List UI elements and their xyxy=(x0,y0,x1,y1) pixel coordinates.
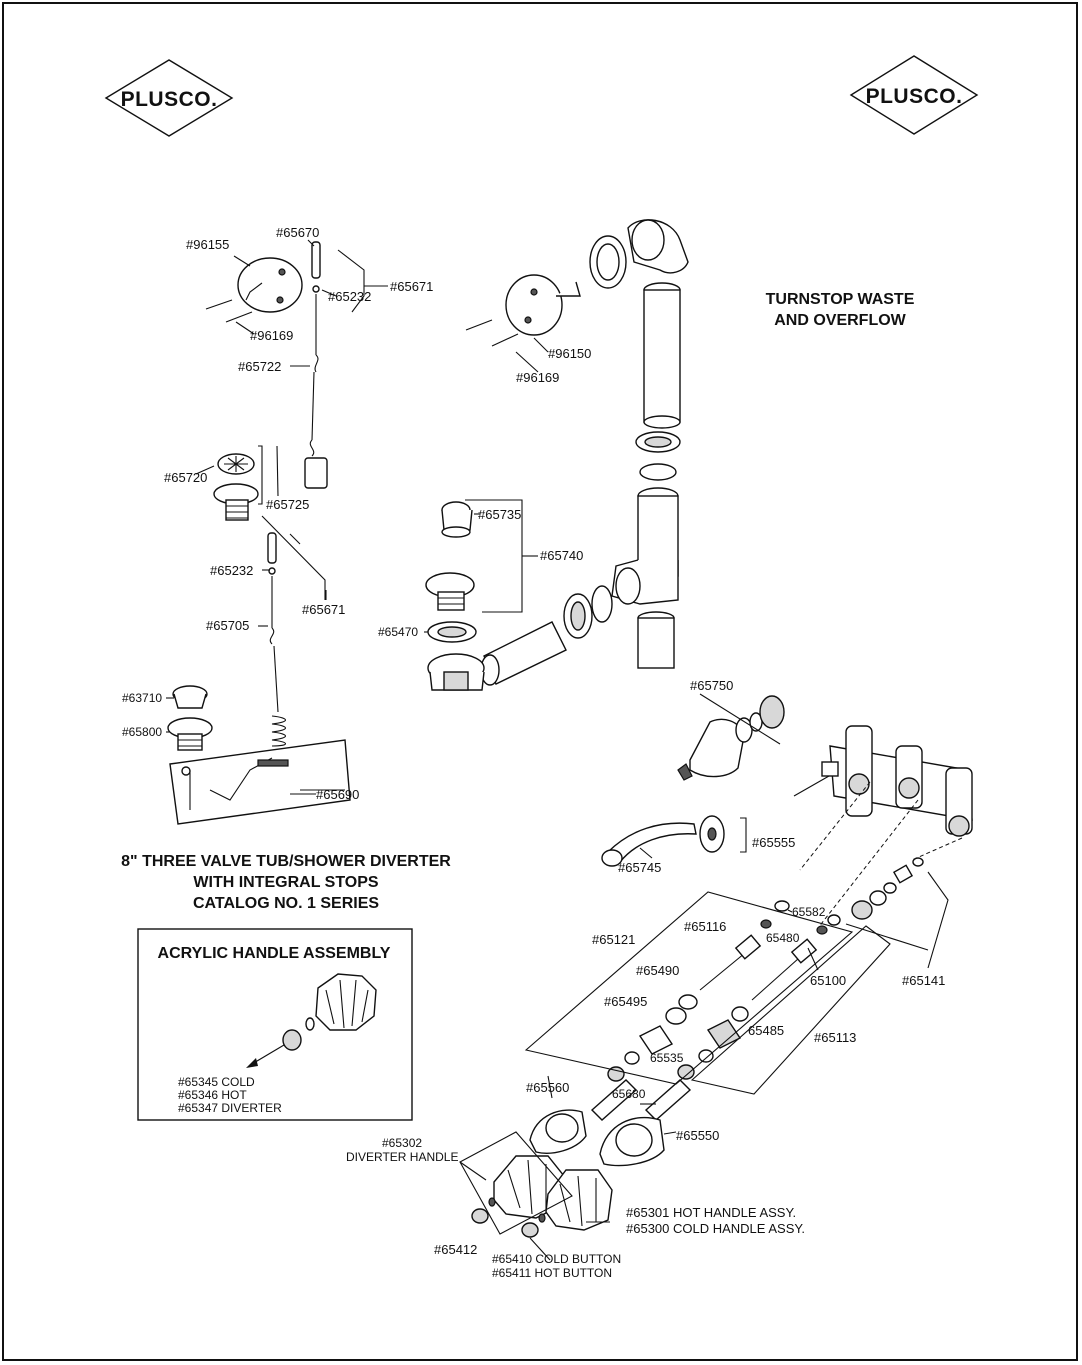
label-65410: #65410 COLD BUTTON xyxy=(492,1252,621,1266)
trip-lever-assembly xyxy=(167,241,351,825)
label-65232-mid: #65232 xyxy=(210,563,253,578)
label-65555: #65555 xyxy=(752,835,795,850)
label-65725: #65725 xyxy=(266,497,309,512)
logo-text-right: PLUSCO. xyxy=(866,85,963,108)
label-65232-top: #65232 xyxy=(328,289,371,304)
label-65722: #65722 xyxy=(238,359,281,374)
label-96169-left: #96169 xyxy=(250,328,293,343)
label-65141: #65141 xyxy=(902,973,945,988)
diverter-title-line1: 8" THREE VALVE TUB/SHOWER DIVERTER xyxy=(121,853,451,870)
label-65800: #65800 xyxy=(122,725,162,739)
label-65705: #65705 xyxy=(206,618,249,633)
label-96150: #96150 xyxy=(548,346,591,361)
acrylic-handle-box: ACRYLIC HANDLE ASSEMBLY #65345 COLD #653… xyxy=(137,928,413,1121)
label-65740: #65740 xyxy=(540,548,583,563)
label-65690: #65690 xyxy=(316,787,359,802)
label-65121: #65121 xyxy=(592,932,635,947)
label-65680: 65680 xyxy=(612,1087,646,1101)
diverter-title-line2: WITH INTEGRAL STOPS xyxy=(193,874,379,891)
acrylic-item-diverter: #65347 DIVERTER xyxy=(178,1101,282,1115)
part-labels: #96155 #65670 #65671 #65232 #96169 #6572… xyxy=(122,225,945,1280)
valve-parts xyxy=(471,857,924,1238)
label-65582: 65582 xyxy=(792,905,826,919)
label-65720: #65720 xyxy=(164,470,207,485)
valve-body xyxy=(793,725,973,929)
turnstop-title-line1: TURNSTOP WASTE xyxy=(766,291,915,308)
label-65116: #65116 xyxy=(684,919,726,934)
label-96169-right: #96169 xyxy=(516,370,559,385)
shower-arm-assembly xyxy=(601,695,785,867)
label-65302-number: #65302 xyxy=(382,1136,422,1150)
turnstop-title-line2: AND OVERFLOW xyxy=(774,312,906,329)
turnstop-assembly xyxy=(425,219,689,691)
label-65113: #65113 xyxy=(814,1030,856,1045)
label-65485: 65485 xyxy=(748,1023,784,1038)
label-65750: #65750 xyxy=(690,678,733,693)
label-63710: #63710 xyxy=(122,691,162,705)
label-65670: #65670 xyxy=(276,225,319,240)
label-65535: 65535 xyxy=(650,1051,684,1065)
acrylic-box-title: ACRYLIC HANDLE ASSEMBLY xyxy=(158,945,391,962)
acrylic-item-hot: #65346 HOT xyxy=(178,1088,247,1102)
label-65490: #65490 xyxy=(636,963,679,978)
leader-lines xyxy=(166,239,949,1261)
label-65550: #65550 xyxy=(676,1128,719,1143)
label-65100: 65100 xyxy=(810,973,846,988)
label-96155: #96155 xyxy=(186,237,229,252)
acrylic-item-cold: #65345 COLD xyxy=(178,1075,255,1089)
label-65470: #65470 xyxy=(378,625,418,639)
label-65745: #65745 xyxy=(618,860,661,875)
logo-text-left: PLUSCO. xyxy=(121,88,218,111)
label-65412: #65412 xyxy=(434,1242,477,1257)
plusco-logo-right: PLUSCO. xyxy=(849,55,979,135)
label-65302-name: DIVERTER HANDLE xyxy=(346,1150,458,1164)
label-65301: #65301 HOT HANDLE ASSY. xyxy=(626,1205,796,1220)
label-65411: #65411 HOT BUTTON xyxy=(492,1266,612,1280)
plusco-logo-left: PLUSCO. xyxy=(104,59,234,137)
label-65480: 65480 xyxy=(766,931,800,945)
label-65300: #65300 COLD HANDLE ASSY. xyxy=(626,1221,805,1236)
label-65560: #65560 xyxy=(526,1080,569,1095)
diverter-title-line3: CATALOG NO. 1 SERIES xyxy=(193,895,379,912)
label-65671-mid: #65671 xyxy=(302,602,345,617)
label-65735: #65735 xyxy=(478,507,521,522)
label-65495: #65495 xyxy=(604,994,647,1009)
label-65671-top: #65671 xyxy=(390,279,433,294)
